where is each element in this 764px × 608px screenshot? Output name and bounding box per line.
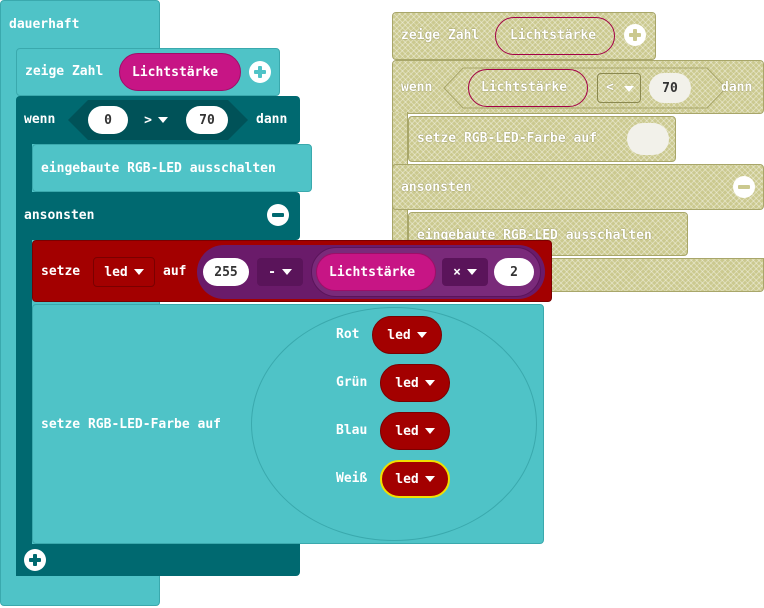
dropdown-caret-icon <box>466 269 477 275</box>
channel-dropdown-red[interactable]: led <box>372 316 442 354</box>
disabled-if-block[interactable]: wenn Lichtstärke < 70 dann <box>392 60 764 114</box>
color-mix-reporter[interactable]: Rot led Grün led Blau led Weiß led <box>251 307 537 541</box>
light-level-label: Lichtstärke <box>132 65 219 80</box>
sensor-reporter[interactable]: Lichtstärke <box>316 253 436 291</box>
minus-operator-dropdown[interactable]: - <box>257 258 303 286</box>
light-level-reporter[interactable]: Lichtstärke <box>119 53 241 91</box>
set-rgb-label: setze RGB-LED-Farbe auf <box>41 417 222 432</box>
disabled-set-color-block[interactable]: setze RGB-LED-Farbe auf <box>408 116 676 162</box>
disabled-show-number-label: zeige Zahl <box>401 28 480 43</box>
right-value-input[interactable]: 70 <box>186 106 228 134</box>
disabled-operator-dropdown[interactable]: < <box>597 73 641 103</box>
disabled-color-input[interactable] <box>627 123 669 155</box>
channel-label-green: Grün <box>336 375 368 390</box>
if-label: wenn <box>24 112 56 127</box>
channel-dropdown-blue[interactable]: led <box>380 412 450 450</box>
if-bottom[interactable] <box>16 544 300 576</box>
set-variable-block[interactable]: setze led auf 255 - Lichtstärke × 2 <box>32 240 552 302</box>
times-operator-dropdown[interactable]: × <box>442 258 488 286</box>
else-label: ansonsten <box>24 208 95 223</box>
dropdown-caret-icon <box>424 476 435 482</box>
disabled-if-label: wenn <box>401 80 433 95</box>
minuend-input[interactable]: 255 <box>203 258 249 286</box>
disabled-else-row[interactable]: ansonsten <box>392 164 764 210</box>
disabled-condition-reporter[interactable]: Lichtstärke <box>468 69 588 107</box>
channel-dropdown-white[interactable]: led <box>380 460 450 498</box>
disabled-threshold-input[interactable]: 70 <box>649 73 691 103</box>
times-reporter[interactable]: Lichtstärke × 2 <box>311 247 541 297</box>
disabled-else-label: ansonsten <box>401 180 472 195</box>
disabled-condition-label: Lichtstärke <box>481 80 568 95</box>
dropdown-caret-icon <box>133 269 144 275</box>
disabled-remove-else-icon[interactable] <box>733 176 755 198</box>
else-row[interactable]: ansonsten <box>16 192 300 240</box>
show-number-label: zeige Zahl <box>25 64 104 79</box>
disabled-add-icon[interactable] <box>624 24 646 46</box>
channel-label-red: Rot <box>336 327 360 342</box>
if-block[interactable]: wenn 0 > 70 dann <box>16 96 300 144</box>
disabled-led-off-label: eingebaute RGB-LED ausschalten <box>417 228 652 243</box>
add-icon[interactable] <box>249 61 271 83</box>
dropdown-caret-icon <box>624 86 634 92</box>
disabled-condition-hex[interactable] <box>443 67 727 109</box>
to-label: auf <box>163 264 187 279</box>
disabled-set-color-label: setze RGB-LED-Farbe auf <box>417 131 598 146</box>
left-value-input[interactable]: 0 <box>88 106 128 134</box>
forever-label: dauerhaft <box>9 17 80 32</box>
sensor-label: Lichtstärke <box>329 265 416 280</box>
if-arm <box>16 140 32 576</box>
remove-else-icon[interactable] <box>267 204 289 226</box>
channel-label-white: Weiß <box>336 471 368 486</box>
add-else-if-icon[interactable] <box>24 549 46 571</box>
disabled-light-level-reporter[interactable]: Lichtstärke <box>495 17 615 55</box>
minus-reporter[interactable]: 255 - Lichtstärke × 2 <box>197 245 545 299</box>
disabled-operator-label: < <box>606 80 614 95</box>
led-off-label: eingebaute RGB-LED ausschalten <box>41 161 276 176</box>
dropdown-caret-icon <box>424 428 435 434</box>
channel-dropdown-green[interactable]: led <box>380 364 450 402</box>
disabled-show-number-block[interactable]: zeige Zahl Lichtstärke <box>392 12 656 60</box>
variable-dropdown[interactable]: led <box>93 257 155 287</box>
disabled-light-level-label: Lichtstärke <box>510 28 597 43</box>
dropdown-caret-icon <box>424 380 435 386</box>
then-label: dann <box>256 112 288 127</box>
show-number-block[interactable]: zeige Zahl Lichtstärke <box>16 48 280 96</box>
operator-dropdown[interactable]: > <box>134 106 178 134</box>
led-off-block[interactable]: eingebaute RGB-LED ausschalten <box>32 144 312 192</box>
set-rgb-color-block[interactable]: setze RGB-LED-Farbe auf Rot led Grün led… <box>32 304 544 544</box>
dropdown-caret-icon <box>416 332 427 338</box>
dropdown-caret-icon <box>281 269 292 275</box>
set-label: setze <box>41 264 81 279</box>
channel-label-blue: Blau <box>336 423 368 438</box>
factor-input[interactable]: 2 <box>494 258 534 286</box>
dropdown-caret-icon <box>157 117 168 123</box>
disabled-then-label: dann <box>721 80 753 95</box>
